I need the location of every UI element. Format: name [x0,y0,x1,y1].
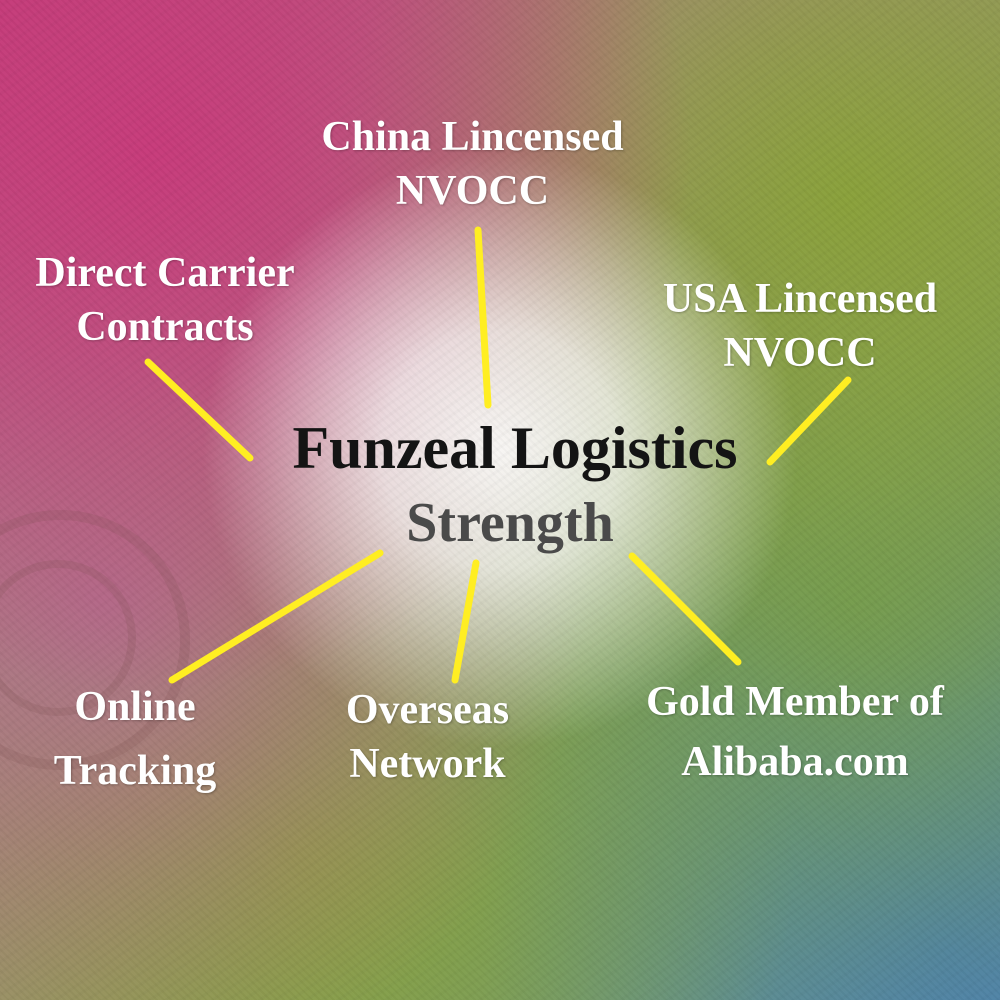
ornament-inner [0,560,136,716]
connector-online [168,549,384,684]
node-online-tracking: Online Tracking [30,680,240,798]
connector-gold [628,552,742,666]
node-gold-line1: Gold Member of [646,679,944,725]
node-gold-member: Gold Member of Alibaba.com [610,675,980,789]
node-direct-carrier: Direct Carrier Contracts [5,246,325,354]
node-china-line1: China Lincensed [321,114,624,160]
node-direct-line2: Contracts [76,304,254,350]
node-usa-nvocc: USA Lincensed NVOCC [630,272,970,380]
node-overseas-line1: Overseas [345,687,510,733]
node-usa-line2: NVOCC [723,330,877,376]
node-online-line2: Tracking [53,748,217,794]
connector-china [474,226,492,409]
connector-usa [766,376,852,466]
center-subtitle: Strength [406,492,614,554]
ornament-outer [0,510,190,770]
node-china-line2: NVOCC [395,168,550,214]
connector-overseas [451,559,480,684]
node-direct-line1: Direct Carrier [35,250,295,296]
center-title: Funzeal Logistics [292,415,738,481]
node-online-line1: Online [74,684,196,730]
node-gold-line2: Alibaba.com [681,739,909,785]
connector-direct [144,358,254,462]
node-usa-line1: USA Lincensed [662,276,938,322]
node-overseas-line2: Network [349,741,506,787]
node-china-nvocc: China Lincensed NVOCC [270,110,675,218]
node-overseas-network: Overseas Network [320,683,535,791]
